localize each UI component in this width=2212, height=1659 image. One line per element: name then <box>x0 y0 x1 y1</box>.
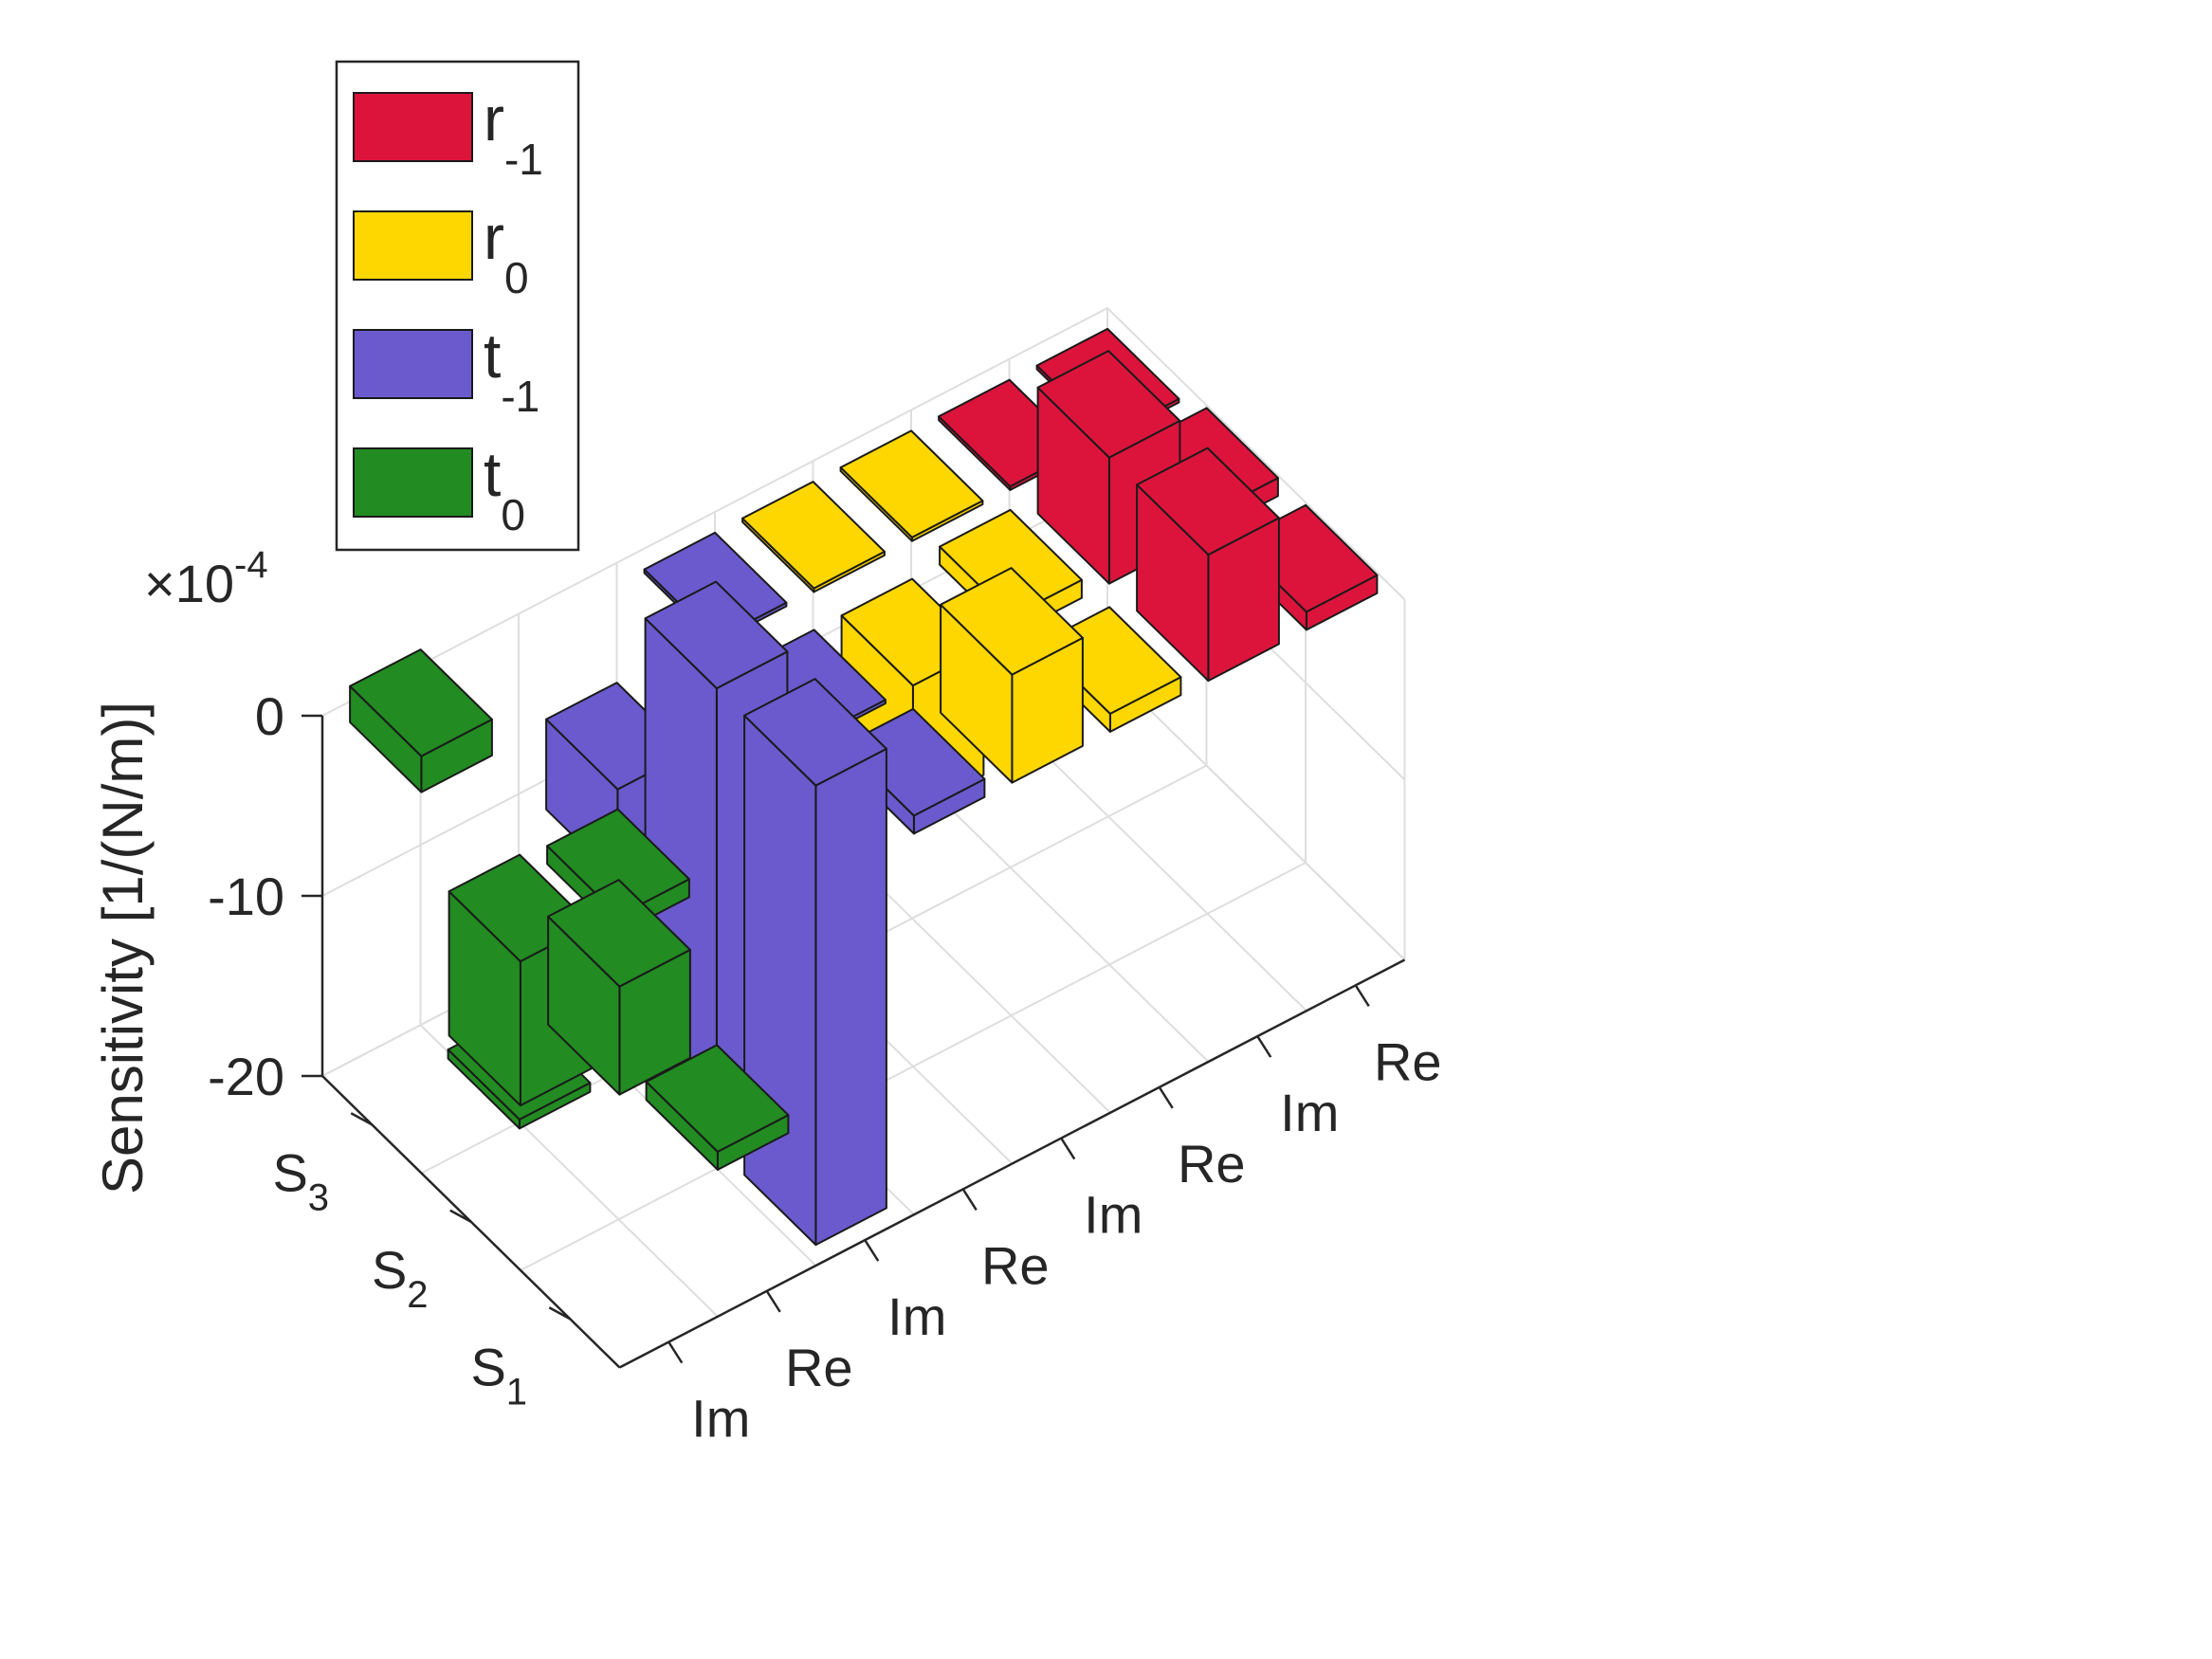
bar-top-face <box>839 429 984 538</box>
bar-top-face <box>743 678 887 787</box>
bar-top-face <box>741 481 886 590</box>
column-tick <box>1256 1035 1272 1058</box>
z-tick-label: -10 <box>208 866 284 926</box>
z-tick-label: 0 <box>255 686 284 746</box>
bar-t0-2-0 <box>547 879 691 1096</box>
bar-r0-2-4 <box>940 567 1084 784</box>
bar-r0-0-4 <box>741 481 886 593</box>
axes-layer <box>302 714 1406 1369</box>
legend-swatch <box>353 329 473 399</box>
column-tick-label: Re <box>981 1235 1050 1295</box>
column-tick-label: Im <box>691 1389 750 1449</box>
legend: r-1 r0 t-1 t0 <box>335 60 580 552</box>
row-tick-label: S2 <box>372 1240 429 1316</box>
column-tick <box>667 1340 684 1364</box>
bar-front-face <box>814 747 887 1247</box>
column-tick-label: Re <box>785 1338 853 1397</box>
floor-grid-line <box>910 769 1210 1063</box>
column-axis-line <box>618 958 1406 1369</box>
column-tick-label: Re <box>1178 1134 1246 1194</box>
column-tick-label: Re <box>1374 1031 1442 1091</box>
row-tick <box>449 1209 472 1223</box>
column-tick-label: Im <box>1084 1185 1143 1245</box>
column-tick <box>1354 984 1370 1008</box>
legend-swatch <box>353 447 473 518</box>
legend-entry-label: r-1 <box>484 83 543 184</box>
legend-entry-label: r0 <box>484 202 529 302</box>
column-tick <box>961 1188 978 1212</box>
z-axis-label: Sensitivity [1/(N/m)] <box>91 702 155 1194</box>
floor-grid-line <box>520 862 1307 1271</box>
column-tick <box>1158 1086 1174 1109</box>
bar-top-face <box>547 879 691 988</box>
bar-top-face <box>841 707 986 817</box>
bar-r-1-2-6 <box>1136 447 1280 683</box>
bar-top-face <box>1136 447 1280 556</box>
row-tick <box>548 1306 571 1321</box>
bar-top-face <box>644 580 789 690</box>
row-tick-label: S3 <box>272 1142 329 1218</box>
axis-exponent: ×10-4 <box>144 544 268 613</box>
bar-t-1-2-2 <box>743 678 887 1247</box>
column-tick-label: Im <box>1280 1083 1339 1142</box>
column-tick <box>765 1290 781 1313</box>
bar-top-face <box>645 1044 790 1153</box>
legend-entry-label: t-1 <box>484 320 539 421</box>
legend-swatch <box>353 210 473 281</box>
bar-top-face <box>349 648 493 757</box>
legend-entry-label: t0 <box>484 439 525 539</box>
legend-swatch <box>353 92 473 162</box>
bar-t0-0-0 <box>349 648 493 793</box>
bars-layer <box>349 327 1379 1247</box>
column-tick <box>864 1239 880 1262</box>
z-tick-label: -20 <box>208 1047 284 1106</box>
bar-top-face <box>940 567 1084 676</box>
bar-side-face <box>743 714 817 1247</box>
bar-r0-0-5 <box>839 429 984 542</box>
bar-top-face <box>1036 350 1181 459</box>
z-grid-line <box>321 306 1406 717</box>
column-tick <box>1060 1137 1076 1160</box>
floor-grid-line <box>1008 719 1307 1012</box>
column-tick-label: Im <box>887 1286 946 1346</box>
row-tick-label: S1 <box>470 1337 527 1413</box>
bar-t0-2-1 <box>645 1044 790 1171</box>
row-tick <box>350 1112 373 1126</box>
